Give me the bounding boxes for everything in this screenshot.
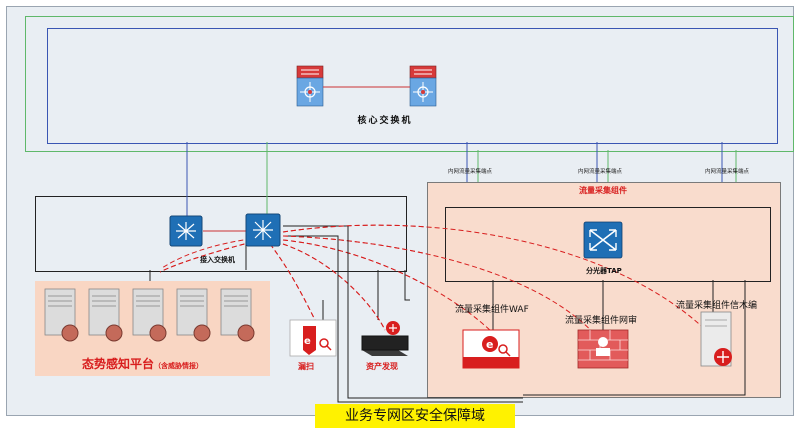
domain-label: 业务专网区安全保障域 <box>315 404 515 428</box>
tap-frame <box>445 207 771 282</box>
core-zone-outer-frame <box>25 16 794 152</box>
waf-device-icon: e <box>462 329 520 369</box>
situation-platform-subtitle: （含威胁情报） <box>154 362 204 370</box>
access-switch-label: 接入交换机 <box>200 256 235 264</box>
vuln-scanner-label: 漏扫 <box>298 362 314 371</box>
core-switch-left-icon <box>296 65 324 107</box>
situation-platform-title: 态势感知平台 <box>82 357 155 371</box>
uplink-label: 内网流量采集端点 <box>448 169 493 175</box>
core-zone-inner-frame <box>47 28 778 144</box>
svg-text:e: e <box>304 336 311 347</box>
honeypot-device-icon <box>700 311 732 367</box>
svg-text:e: e <box>486 338 493 351</box>
asset-discovery-label: 资产发现 <box>366 362 398 371</box>
uplink-label: 内网流量采集端点 <box>705 169 750 175</box>
access-switch-frame <box>35 196 407 272</box>
audit-device-icon <box>577 329 629 369</box>
server-icon <box>176 288 211 342</box>
tap-label: 分光器TAP <box>586 267 622 275</box>
core-switch-label: 核心交换机 <box>357 116 413 126</box>
tap-splitter-icon <box>583 221 623 259</box>
server-icon <box>88 288 123 342</box>
server-icon <box>132 288 167 342</box>
server-icon <box>220 288 255 342</box>
uplink-label: 内网流量采集端点 <box>578 169 623 175</box>
audit-label: 流量采集组件网审 <box>565 316 638 326</box>
access-switch-right-icon <box>245 213 281 247</box>
waf-label: 流量采集组件WAF <box>455 305 529 315</box>
server-icon <box>44 288 79 342</box>
honeypot-label: 流量采集组件信木编 <box>676 301 758 311</box>
access-switch-left-icon <box>169 215 203 247</box>
asset-discovery-icon <box>361 321 409 356</box>
core-switch-right-icon <box>409 65 437 107</box>
vuln-scanner-icon: e <box>289 319 337 357</box>
situation-platform-label: 态势感知平台（含威胁情报） <box>82 355 203 372</box>
traffic-group-title: 流量采集组件 <box>579 186 627 195</box>
